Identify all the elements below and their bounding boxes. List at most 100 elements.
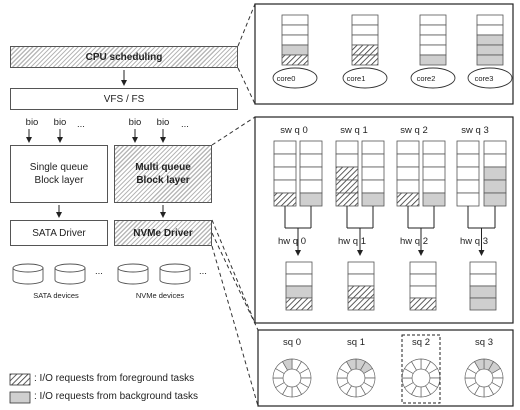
- sq2-dashed-highlight: [401, 334, 441, 404]
- sata-devices-label: SATA devices: [33, 291, 79, 300]
- core3-runqueue-slot-4: [476, 54, 504, 66]
- hw-queue-1-slot-1: [347, 273, 375, 287]
- nvme-device-1-body: [117, 267, 149, 285]
- sw-queue-1-0-slot-1: [335, 153, 359, 168]
- sw-queue-2-1-slot-1: [422, 153, 446, 168]
- hw-queue-0-slot-1: [285, 273, 313, 287]
- core2-runqueue-slot-2: [419, 34, 447, 46]
- core-label-2: core2: [416, 74, 436, 83]
- core-2-oval: [410, 67, 456, 89]
- core2-runqueue-slot-4: [419, 54, 447, 66]
- nvme-driver-box: NVMe Driver: [114, 220, 212, 246]
- sw-queue-0-1-slot-4: [299, 192, 323, 207]
- legend-foreground-swatch: [9, 373, 31, 386]
- core1-runqueue-slot-0: [351, 14, 379, 26]
- sw-queue-label-2: sw q 2: [400, 125, 428, 136]
- sw-queue-3-1-slot-1: [483, 153, 507, 168]
- core1-runqueue-slot-2: [351, 34, 379, 46]
- single-queue-label: Single queue Block layer: [29, 162, 89, 186]
- bio-label-4: bio: [156, 117, 170, 128]
- sw-queue-0-1-slot-2: [299, 166, 323, 181]
- hw-queue-0-slot-3: [285, 297, 313, 311]
- hw-queue-0-slot-0: [285, 261, 313, 275]
- sw-queue-3-1-slot-4: [483, 192, 507, 207]
- sw-queue-label-3: sw q 3: [461, 125, 489, 136]
- sata-device-1-top: [12, 263, 44, 273]
- zoom-line-nvme-top: [211, 232, 259, 331]
- sw-queue-0-0-slot-1: [273, 153, 297, 168]
- sw-queue-3-0-slot-4: [456, 192, 480, 207]
- blk-mq-panel-frame: [254, 116, 514, 324]
- sq-3-segment-11: [474, 358, 485, 371]
- sata-devices-ellipsis: ...: [95, 266, 103, 277]
- hw-queue-label-2: hw q 2: [400, 236, 428, 247]
- legend-background-label: : I/O requests from background tasks: [34, 391, 198, 402]
- sw-queue-1-1-slot-1: [361, 153, 385, 168]
- sw-queue-3-0-slot-2: [456, 166, 480, 181]
- sw-queue-0-0-slot-0: [273, 140, 297, 155]
- sw-queue-1-0-slot-4: [335, 192, 359, 207]
- sq-panel-frame: [257, 329, 514, 407]
- sw-queue-2-0-slot-3: [396, 179, 420, 194]
- core-label-3: core3: [474, 74, 494, 83]
- hw-queue-1-slot-0: [347, 261, 375, 275]
- hw-queue-2-slot-3: [409, 297, 437, 311]
- nvme-devices-ellipsis: ...: [199, 266, 207, 277]
- sata-device-2-top: [54, 263, 86, 273]
- sw-queue-1-0-slot-3: [335, 179, 359, 194]
- zoom-line-mq-bottom: [211, 219, 256, 324]
- core-label-0: core0: [276, 74, 296, 83]
- sw-queue-label-0: sw q 0: [280, 125, 308, 136]
- hw-queue-2-slot-0: [409, 261, 437, 275]
- core1-runqueue-slot-4: [351, 54, 379, 66]
- bio-ellipsis-1: ...: [77, 119, 85, 130]
- core-0-oval: [272, 67, 318, 89]
- vfs-fs-box: VFS / FS: [10, 88, 238, 110]
- hw-queue-0-slot-2: [285, 285, 313, 299]
- core3-runqueue-slot-1: [476, 24, 504, 36]
- cpu-scheduling-box: CPU scheduling: [10, 46, 238, 68]
- sq-0-segment-11: [282, 358, 293, 371]
- sw-queue-2-1-slot-0: [422, 140, 446, 155]
- core1-runqueue-slot-3: [351, 44, 379, 56]
- sw-queue-3-1-slot-3: [483, 179, 507, 194]
- core0-runqueue-slot-4: [281, 54, 309, 66]
- core1-runqueue-slot-1: [351, 24, 379, 36]
- sw-queue-3-1-slot-2: [483, 166, 507, 181]
- hw-queue-2-slot-2: [409, 285, 437, 299]
- core-3-oval: [467, 67, 513, 89]
- hw-queue-2-slot-1: [409, 273, 437, 287]
- sq-2-segment-11: [411, 358, 422, 371]
- sw-queue-1-1-slot-3: [361, 179, 385, 194]
- sw-queue-2-0-slot-1: [396, 153, 420, 168]
- sata-driver-label: SATA Driver: [32, 227, 86, 239]
- hw-queue-1-slot-2: [347, 285, 375, 299]
- sw-queue-3-0-slot-0: [456, 140, 480, 155]
- cpu-scheduling-label: CPU scheduling: [85, 51, 163, 63]
- sata-device-1-body: [12, 267, 44, 285]
- sw-queue-1-1-slot-0: [361, 140, 385, 155]
- core-1-oval: [342, 67, 388, 89]
- hw-queue-3-slot-2: [469, 285, 497, 299]
- nvme-driver-label: NVMe Driver: [133, 227, 193, 239]
- sw-queue-1-1-slot-2: [361, 166, 385, 181]
- hw-queue-3-slot-3: [469, 297, 497, 311]
- sw-queue-1-1-slot-4: [361, 192, 385, 207]
- multi-queue-label: Multi queue Block layer: [135, 162, 191, 186]
- nvme-devices-label: NVMe devices: [135, 291, 185, 300]
- core3-runqueue-slot-3: [476, 44, 504, 56]
- sw-queue-label-1: sw q 1: [340, 125, 368, 136]
- hw-queue-3-slot-0: [469, 261, 497, 275]
- nvme-device-2-top: [159, 263, 191, 273]
- core3-runqueue-slot-2: [476, 34, 504, 46]
- zoom-line-cpu-top: [237, 3, 256, 47]
- sw-queue-2-0-slot-2: [396, 166, 420, 181]
- sw-queue-0-0-slot-3: [273, 179, 297, 194]
- sq-label-3: sq 3: [475, 337, 493, 348]
- sw-queue-2-1-slot-2: [422, 166, 446, 181]
- sq-1-segment-11: [346, 358, 357, 371]
- sw-queue-2-0-slot-0: [396, 140, 420, 155]
- vfs-fs-label: VFS / FS: [103, 93, 145, 105]
